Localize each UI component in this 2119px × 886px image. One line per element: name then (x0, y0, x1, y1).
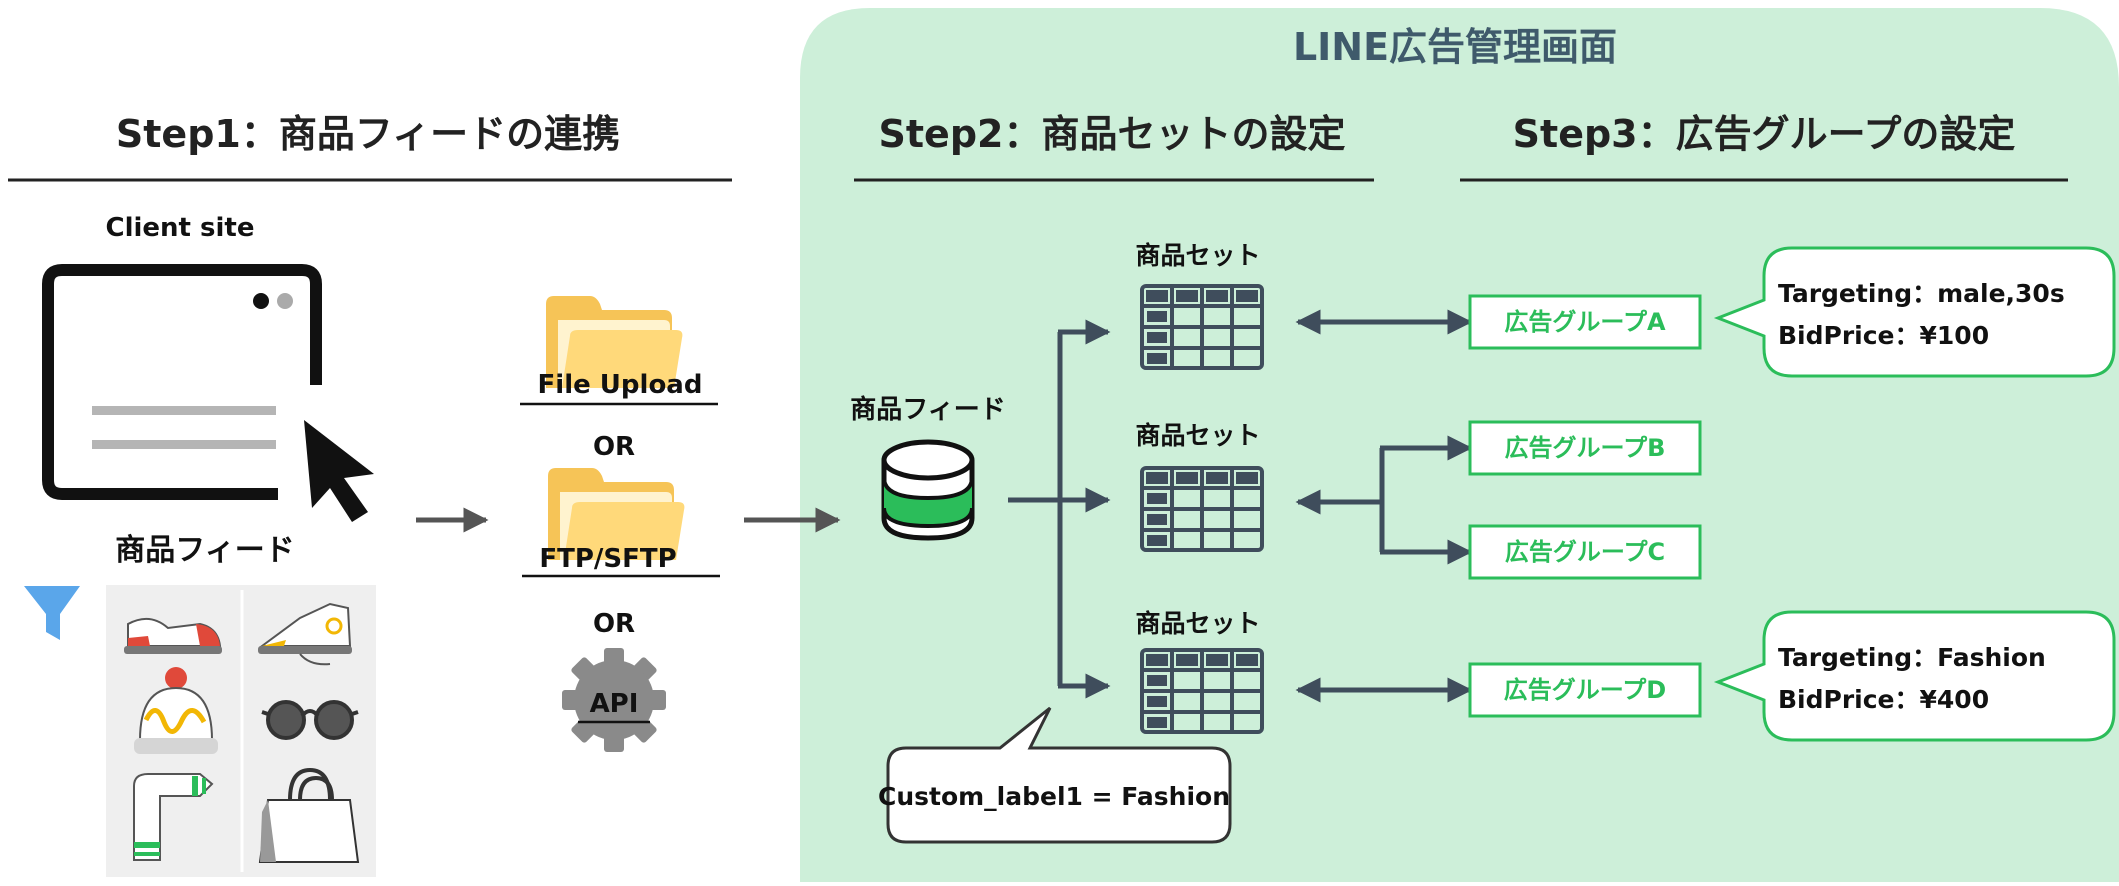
file-upload-label: File Upload (538, 370, 703, 400)
filter-icon (24, 586, 80, 640)
or-label-1: OR (593, 432, 635, 462)
step2-title: Step2：商品セットの設定 (879, 112, 1346, 156)
step2-feed-label: 商品フィード (850, 394, 1005, 425)
step1-feed-label: 商品フィード (115, 533, 294, 568)
custom-label-callout (886, 706, 1232, 844)
panel-title: LINE広告管理画面 (1293, 25, 1617, 69)
step3-title: Step3：広告グループの設定 (1513, 112, 2016, 156)
bubble-a-line1: Targeting：male,30s (1778, 279, 2065, 308)
ad-group-a-label: 広告グループA (1504, 308, 1666, 336)
bubble-a-line2: BidPrice：¥100 (1778, 321, 1989, 350)
targeting-bubble-d (1713, 610, 2116, 742)
shoe-icon (124, 617, 222, 654)
product-grid (106, 585, 376, 877)
database-icon (881, 439, 975, 541)
feed-branch-connector (1008, 319, 1111, 699)
targeting-bubble-a (1713, 246, 2116, 378)
product-set-label-1: 商品セット (1135, 241, 1260, 270)
browser-window-icon (42, 264, 322, 500)
or-label-2: OR (593, 609, 635, 639)
product-set-label-2: 商品セット (1135, 421, 1260, 450)
ad-group-b-box[interactable] (1468, 420, 1702, 476)
custom-label-text: Custom_label1 = Fashion (878, 782, 1230, 811)
product-set-label-3: 商品セット (1135, 609, 1260, 638)
ad-group-c-label: 広告グループC (1505, 538, 1665, 566)
api-label: API (590, 689, 639, 719)
bubble-d-line2: BidPrice：¥400 (1778, 685, 1989, 714)
bubble-d-line1: Targeting：Fashion (1778, 643, 2046, 672)
ad-group-c-box[interactable] (1468, 524, 1702, 580)
set-to-group-arrows (1295, 309, 1473, 703)
tote-bag-icon (258, 767, 360, 863)
beanie-icon (134, 667, 218, 754)
ad-group-a-box[interactable] (1468, 294, 1702, 350)
sunglasses-icon (261, 700, 359, 740)
client-site-label: Client site (106, 213, 255, 243)
scarf-icon (133, 773, 214, 861)
ad-group-d-label: 広告グループD (1504, 676, 1666, 704)
ftp-label: FTP/SFTP (539, 544, 676, 574)
sneaker-icon (258, 602, 352, 666)
ad-group-d-box[interactable] (1468, 662, 1702, 718)
ad-group-b-label: 広告グループB (1505, 434, 1666, 462)
cursor-icon (304, 420, 374, 522)
step1-title: Step1：商品フィードの連携 (116, 112, 620, 156)
